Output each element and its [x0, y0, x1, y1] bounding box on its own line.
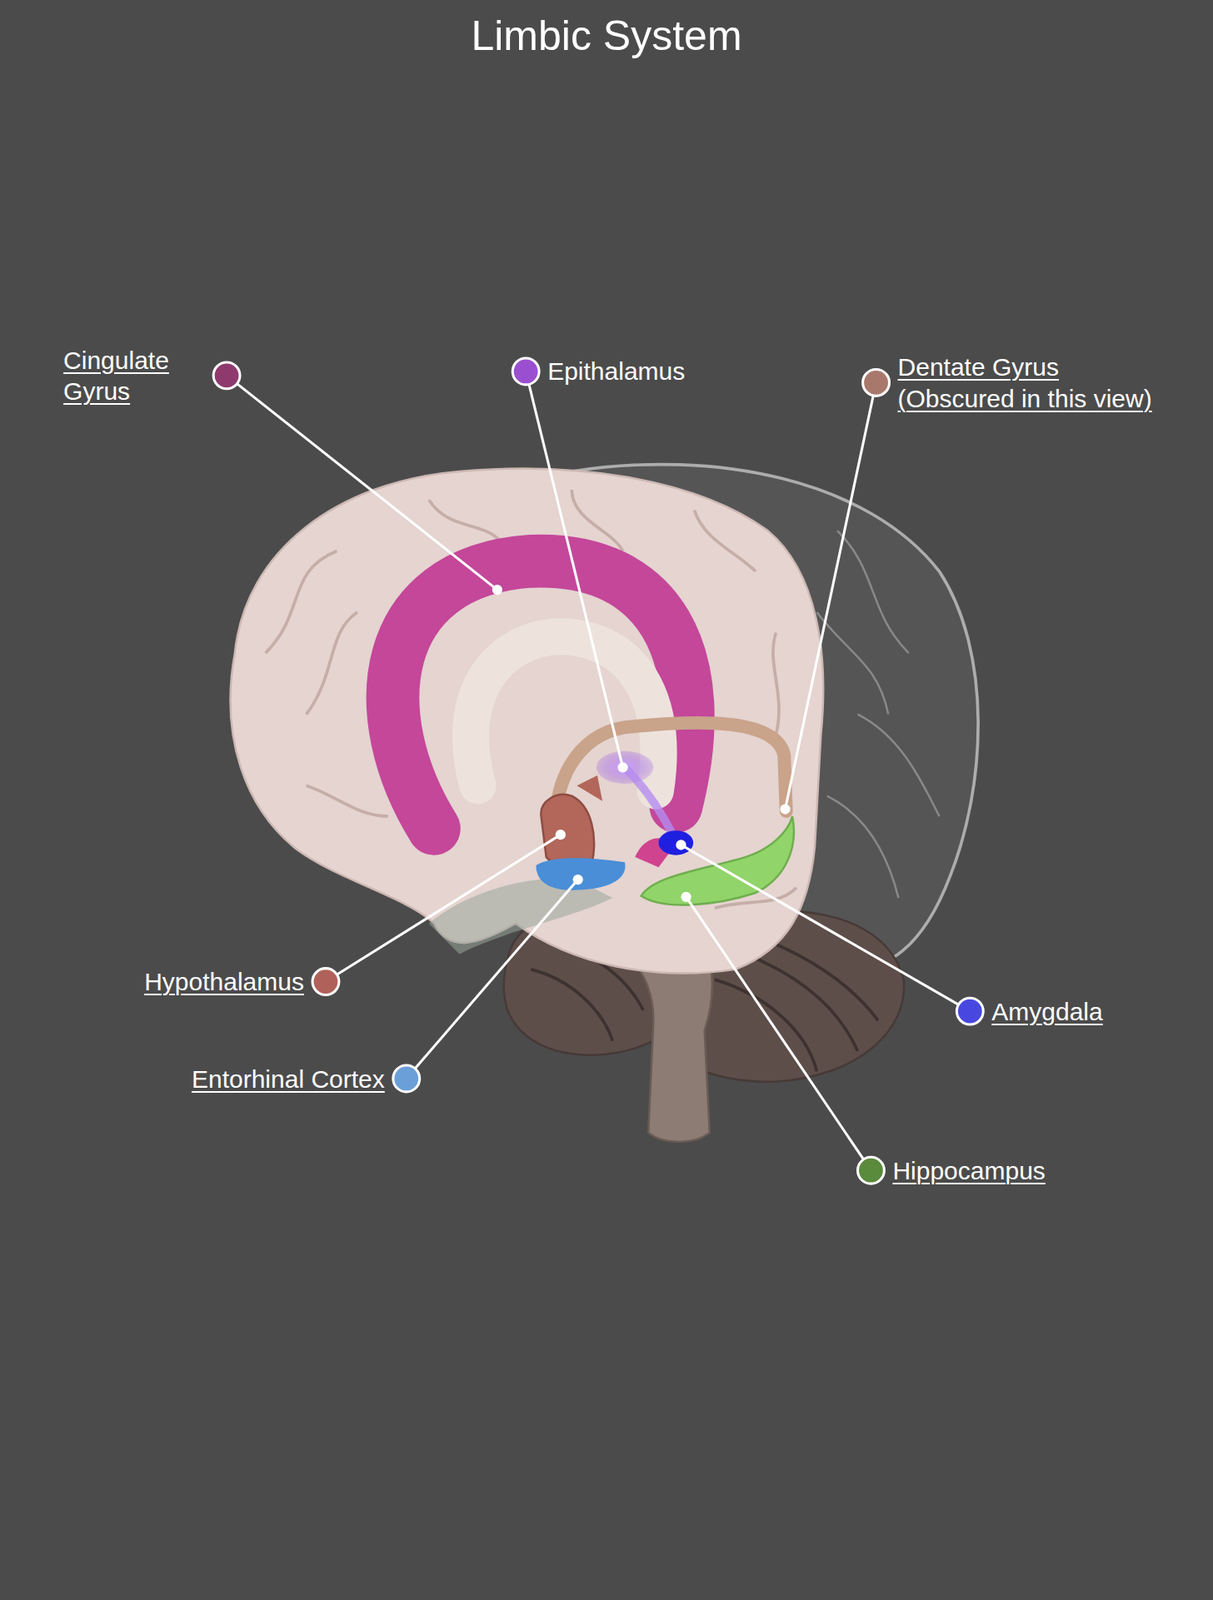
structure-label: Epithalamus	[547, 355, 685, 388]
leader-end	[680, 892, 691, 903]
fornix	[556, 723, 787, 817]
color-dot	[863, 369, 890, 396]
color-dot	[857, 1157, 884, 1184]
epithalamus-stria	[624, 767, 674, 837]
leader-line	[525, 371, 623, 768]
cortex-sulci	[265, 489, 797, 909]
leader-line	[686, 897, 872, 1171]
color-dot	[393, 1065, 420, 1093]
color-dot	[312, 968, 340, 996]
medial-hemisphere	[230, 469, 824, 974]
color-dot	[213, 362, 240, 390]
epithalamus	[596, 751, 654, 784]
leader-end	[617, 762, 628, 773]
leader-line	[680, 844, 970, 1012]
structure-label: Hippocampus	[892, 1155, 1045, 1188]
structure-label: Hypothalamus	[144, 966, 305, 999]
entorhinal-cortex	[535, 858, 625, 891]
mammillary	[576, 775, 603, 802]
leader-end	[573, 874, 584, 885]
leader-end	[779, 803, 790, 814]
structure-label: Amygdala	[991, 996, 1103, 1029]
leader-endpoints	[492, 584, 791, 903]
leader-line	[226, 375, 498, 590]
color-dot	[956, 998, 984, 1025]
hippocampus	[641, 816, 794, 905]
leader-end	[492, 584, 503, 595]
leader-line	[325, 834, 561, 982]
posterior-sulci	[816, 530, 939, 899]
leader-end	[555, 829, 566, 840]
leader-end	[675, 839, 686, 850]
diagram-title: Limbic System	[470, 9, 742, 63]
amygdala	[658, 830, 694, 855]
leader-lines	[226, 371, 970, 1171]
leader-line	[406, 879, 579, 1079]
color-dots	[213, 358, 984, 1184]
structure-label: Cingulate Gyrus	[63, 344, 205, 408]
structure-label: Entorhinal Cortex	[191, 1063, 385, 1096]
brain	[230, 464, 979, 1143]
hypothalamus	[540, 794, 595, 869]
structure-label: Dentate Gyrus (Obscured in this view)	[898, 351, 1165, 415]
leader-line	[784, 382, 876, 809]
color-dot	[512, 358, 540, 385]
